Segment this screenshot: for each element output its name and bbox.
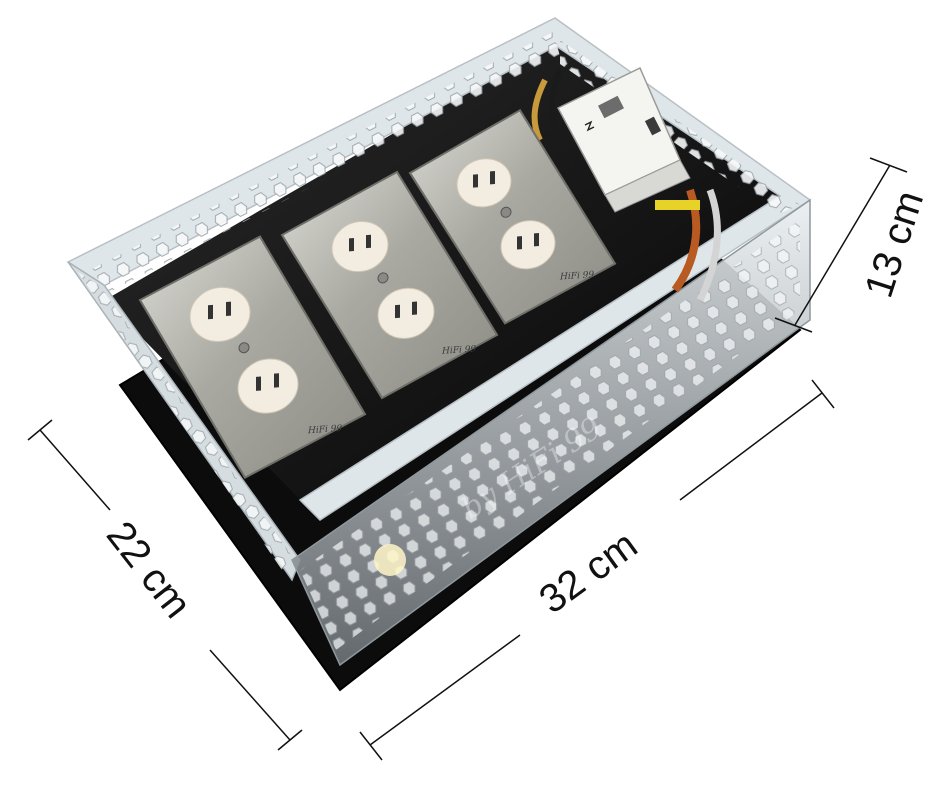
dimension-lines — [27, 157, 908, 761]
outlet-3: HiFi 99 — [408, 108, 617, 325]
light-glow — [374, 544, 406, 576]
duplex-outlet-icon — [331, 220, 435, 339]
plate-mark-1: HiFi 99 — [307, 424, 342, 436]
internal-wiring — [531, 69, 721, 302]
duplex-outlet-icon — [189, 286, 299, 414]
depth-dimension-label: 22 cm — [98, 513, 200, 626]
acrylic-front-wall: by HiFi 99 — [291, 198, 811, 667]
circuit-breaker-icon — [584, 120, 595, 132]
width-dimension-label: 32 cm — [531, 523, 645, 623]
outlet-1: HiFi 99 — [138, 235, 367, 479]
circuit-breaker — [556, 66, 691, 213]
duplex-outlet-icon — [456, 158, 556, 270]
plate-mark-2: HiFi 99 — [441, 344, 476, 356]
outlet-2: HiFi 99 — [280, 170, 499, 400]
plate-mark-3: HiFi 99 — [559, 270, 594, 282]
